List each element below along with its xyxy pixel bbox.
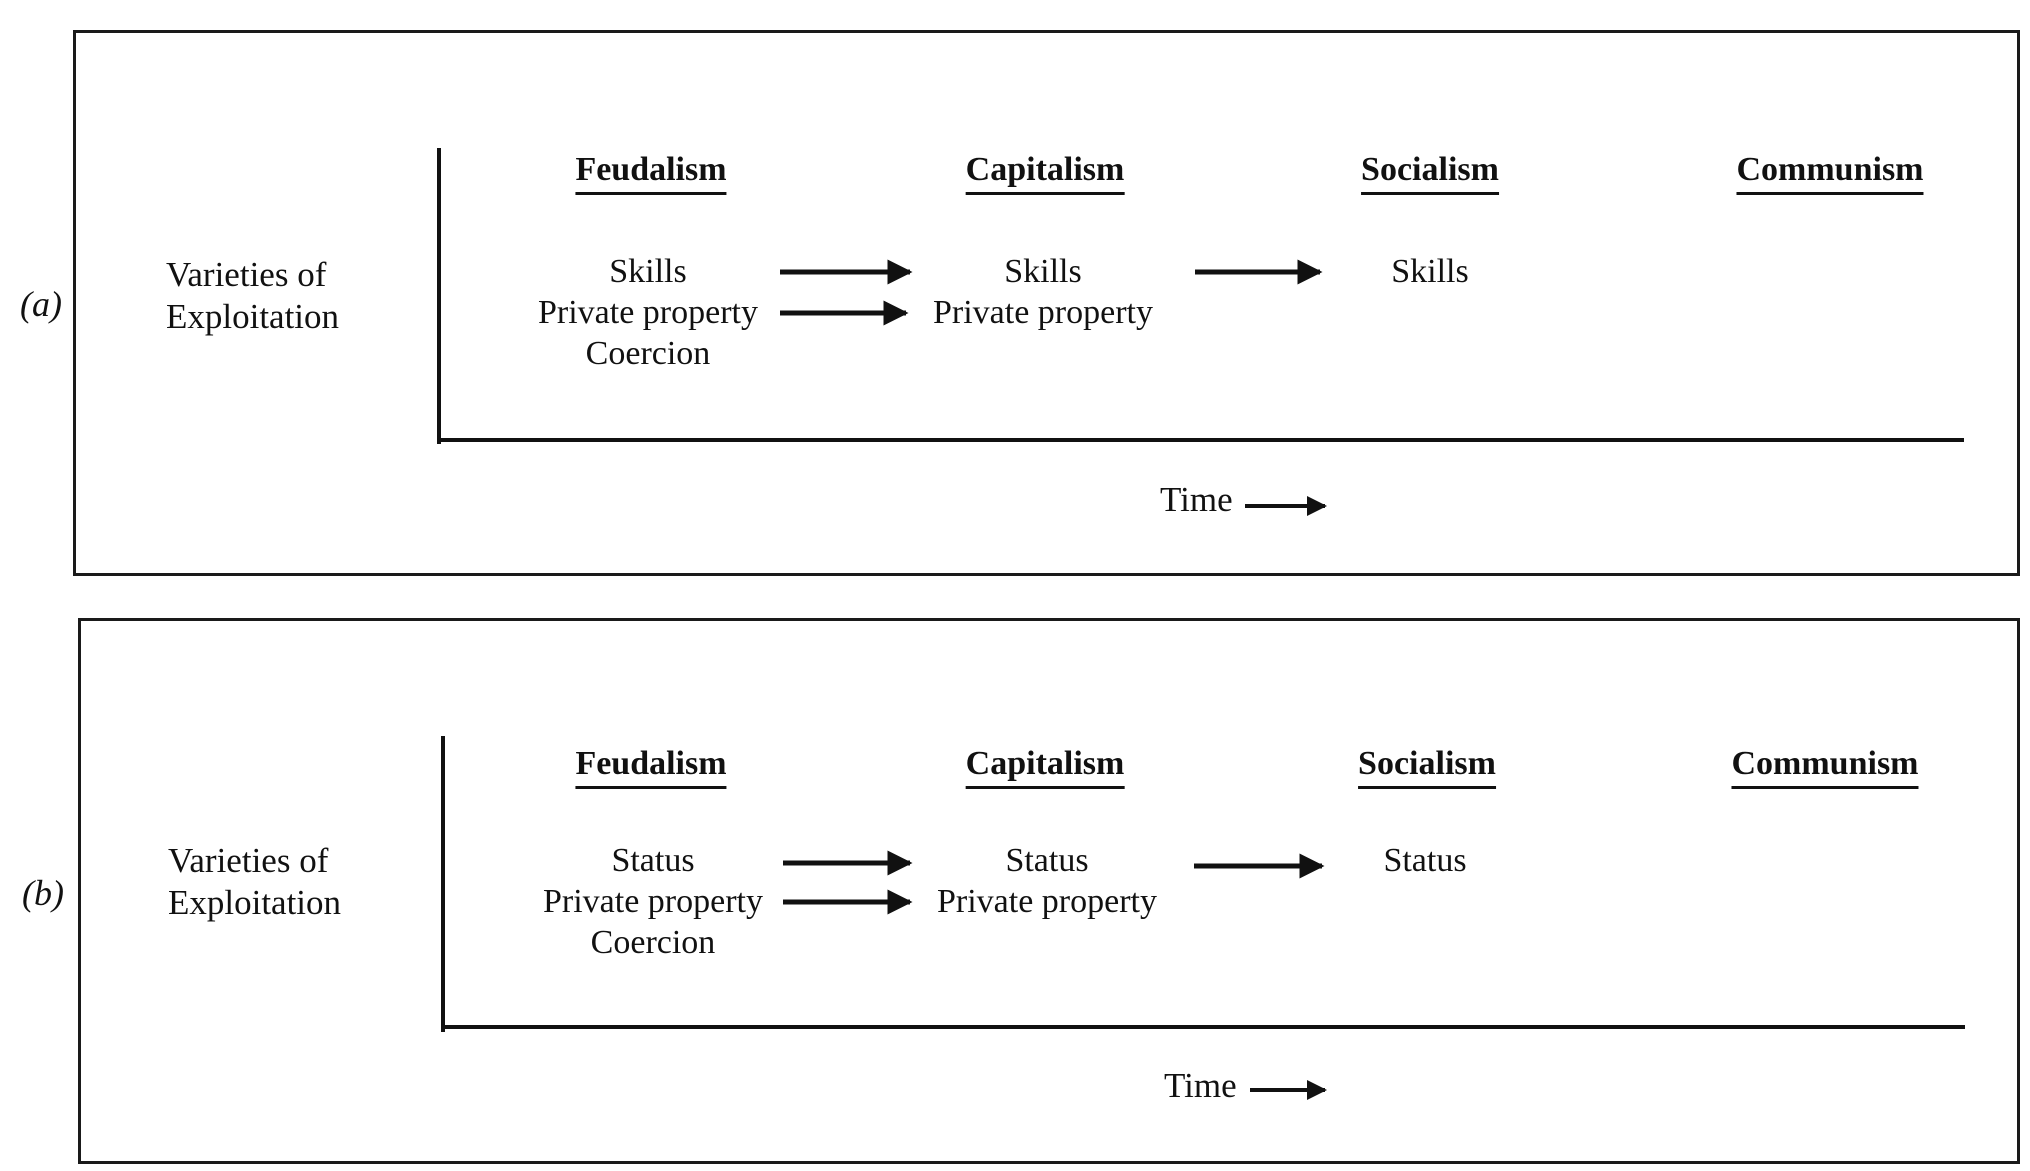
panel-a-time-text: Time <box>1160 480 1233 519</box>
panel-a-feudalism-item-1: Skills <box>609 253 687 290</box>
panel-b-time-text: Time <box>1164 1066 1237 1105</box>
panel-a-ylabel: Varieties of Exploitation <box>166 254 339 338</box>
panel-a-stage-feudalism: Feudalism <box>575 150 727 195</box>
panel-b-ylabel-line2: Exploitation <box>168 883 342 922</box>
panel-a-capitalism-item-2: Private property <box>933 294 1153 331</box>
panel-b-stage-socialism: Socialism <box>1358 744 1496 789</box>
panel-b-y-axis <box>441 736 445 1032</box>
panel-a-capitalism-item-1: Skills <box>1004 253 1082 290</box>
panel-a-ylabel-line2: Exploitation <box>166 297 340 336</box>
panel-a-label: (a) <box>20 284 62 324</box>
panel-b-feudalism-item-2: Private property <box>543 883 763 920</box>
panel-a-ylabel-line1: Varieties of <box>166 255 327 294</box>
panel-b-ylabel-line1: Varieties of <box>168 841 329 880</box>
panel-a-feudalism-item-3: Coercion <box>585 335 711 372</box>
panel-b-ylabel: Varieties of Exploitation <box>168 840 341 924</box>
panel-b-stage-capitalism: Capitalism <box>965 744 1125 789</box>
panel-b-x-axis <box>441 1025 1965 1029</box>
panel-a-y-axis <box>437 148 441 444</box>
panel-a-stage-socialism: Socialism <box>1361 150 1499 195</box>
panel-b-capitalism-item-1: Status <box>1005 842 1089 879</box>
panel-a-socialism-item-1: Skills <box>1391 253 1469 290</box>
panel-b-feudalism-item-3: Coercion <box>590 924 716 961</box>
panel-a-x-axis <box>437 438 1964 442</box>
panel-a-time-label: Time <box>1160 480 1233 520</box>
panel-b-socialism-item-1: Status <box>1383 842 1467 879</box>
panel-a-feudalism-item-2: Private property <box>538 294 758 331</box>
panel-a-stage-communism: Communism <box>1736 150 1924 195</box>
panel-b-time-label: Time <box>1164 1066 1237 1106</box>
panel-b-feudalism-item-1: Status <box>611 842 695 879</box>
panel-a-frame <box>73 30 2020 576</box>
panel-a-stage-capitalism: Capitalism <box>965 150 1125 195</box>
panel-b-label: (b) <box>22 873 64 913</box>
panel-b-stage-feudalism: Feudalism <box>575 744 727 789</box>
panel-b-frame <box>78 618 2020 1164</box>
panel-b-capitalism-item-2: Private property <box>937 883 1157 920</box>
panel-b-stage-communism: Communism <box>1731 744 1919 789</box>
